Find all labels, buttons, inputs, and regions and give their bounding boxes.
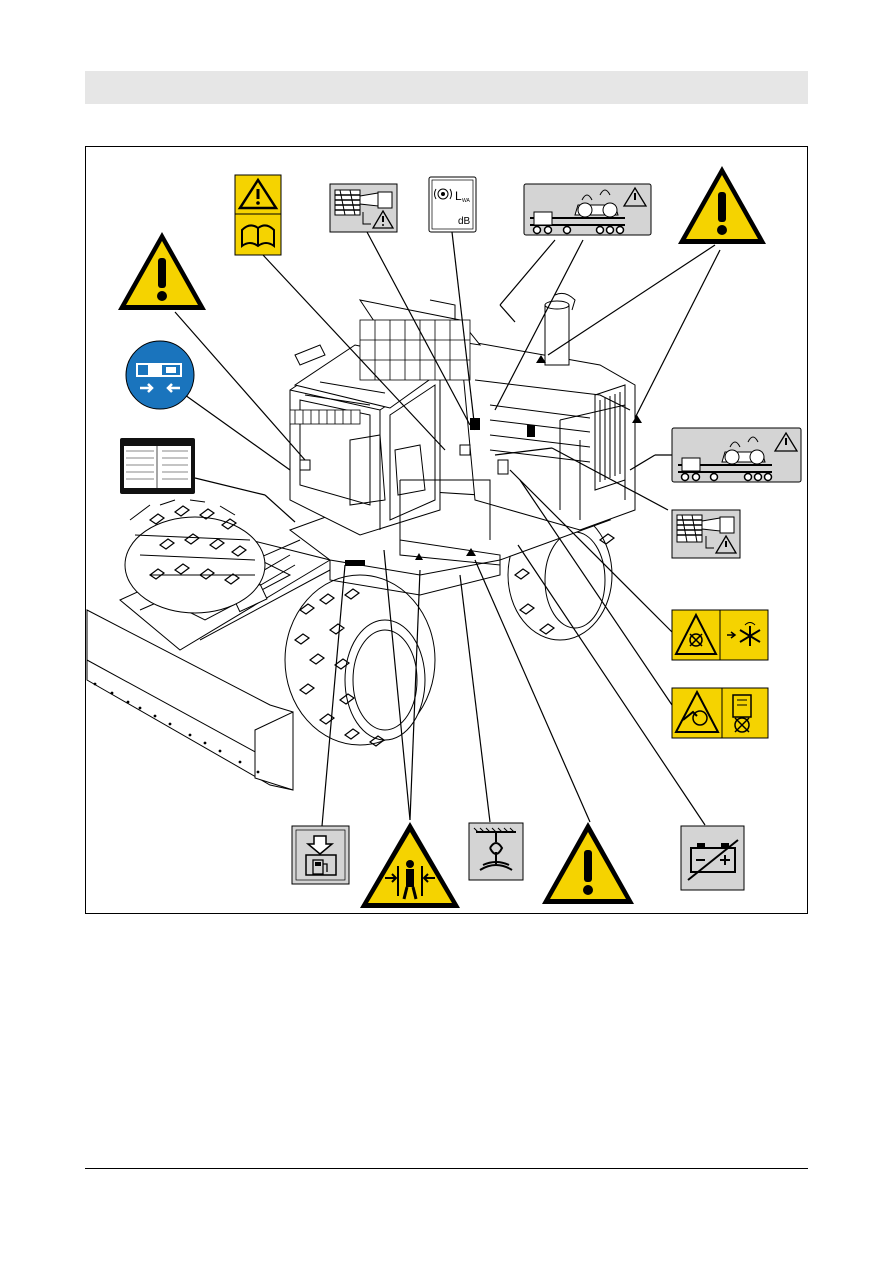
fan-hazard-icon [672, 610, 768, 660]
lowbed-transport-icon [524, 184, 651, 235]
warning-triangle-icon [678, 166, 766, 244]
rear-left-drum [285, 575, 435, 746]
diesel-fuel-icon [292, 826, 349, 884]
read-manual-icon [235, 175, 281, 255]
crushing-hazard-icon [360, 822, 460, 908]
front-left-drum [125, 500, 265, 613]
lowbed-transport-icon [672, 428, 801, 482]
radiator-warning-icon [672, 510, 740, 558]
sound-power-icon: L WA dB [429, 177, 476, 232]
belt-entanglement-icon [672, 688, 768, 738]
warning-triangle-icon [118, 232, 206, 310]
radiator-warning-icon [330, 184, 397, 232]
seatbelt-icon [126, 341, 194, 409]
noise-symbol-letter: L [455, 189, 462, 203]
type-plate-icon [120, 438, 195, 494]
battery-icon [681, 826, 744, 890]
lifting-point-icon [469, 823, 523, 880]
warning-triangle-icon [542, 822, 634, 904]
noise-symbol-subscript: WA [462, 198, 471, 204]
noise-unit: dB [458, 216, 471, 227]
